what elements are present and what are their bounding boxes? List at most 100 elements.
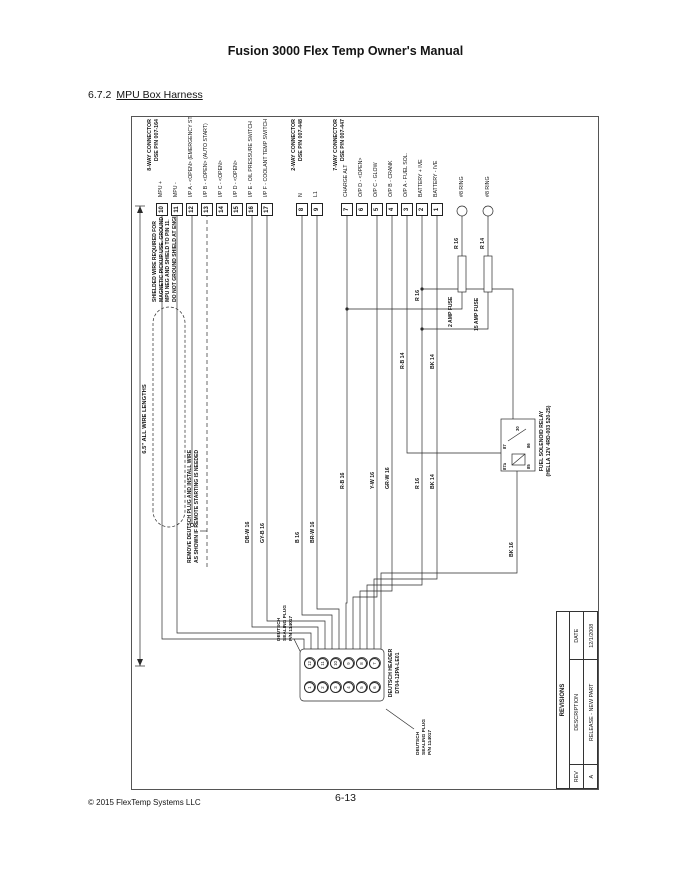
revision-date: 12/1/2008 [588,623,595,648]
remote-note-line: REMOVE DEUTSCH PLUG AND INSTALL WIRE [187,449,193,563]
wiring-diagram: 6.5" ALL WIRE LENGTHS SHIELDED WIRE REQU… [132,117,598,789]
shield-note: SHIELDED WIRE REQUIRED FOR MAGNETIC PICK… [152,208,178,302]
shield-note-line: MAGNETIC PICKUP USE. GROUND [158,216,165,302]
col-description: DESCRIPTION [570,659,583,765]
pin-box: 17 [261,203,273,216]
pin-box: 16 [246,203,258,216]
pin-label: CHARGE ALT [343,164,349,197]
wire-label: R 16 [454,238,460,249]
revision-table-header: REV DESCRIPTION DATE [570,612,584,788]
revision-table-title: REVISIONS [557,612,570,788]
wire-label: R 14 [480,238,486,249]
relay-pin-label: 30 [515,426,520,431]
header-pin: 3 [330,682,341,693]
header-pin: 10 [330,658,341,669]
header-pin: 1 [304,682,315,693]
pin-label: O/P B - CRANK [388,160,394,197]
deutsch-header-title: DEUTSCH HEADER DT04-12PA-LE01 [388,648,401,698]
pin-label: O/P C - GLOW [373,162,379,198]
sealing-plug-note: DEUTSCH SEALING PLUG P/N 114017 [416,719,433,755]
section-number: 6.7.2 [88,89,112,101]
pin-box: 15 [231,203,243,216]
pin-box: 14 [216,203,228,216]
relay-pin-label: 86 [526,443,531,448]
pin-box: 5 [371,203,383,216]
wire-label: Y-W 16 [370,471,376,489]
pin-label: I/P E - OIL PRESSURE SWITCH [248,121,254,197]
pin-label: O/P A - FUEL SOL. [403,152,409,197]
header-pin: 12 [304,658,315,669]
wire-label: R 16 [415,478,421,489]
wire-label: BK 16 [509,542,515,557]
diagram-frame: 6.5" ALL WIRE LENGTHS SHIELDED WIRE REQU… [131,116,599,790]
pin-box: 8 [296,203,308,216]
pin-label: O/P D - <OPEN> [358,157,364,197]
pin-label: L1 [313,191,319,197]
section-title: MPU Box Harness [116,89,203,101]
revision-description: RELEASE - NEW PART [584,659,598,765]
pin-box: 7 [341,203,353,216]
remote-note-line: AS SHOWN IF REMOTE STARTING IS NEEDED [193,449,200,563]
pin-box: 11 [171,203,183,216]
header-pin: 7 [369,658,380,669]
revision-rev: A [584,764,598,788]
header-pin: 9 [343,658,354,669]
footer-copyright: © 2015 FlexTemp Systems LLC [88,798,201,807]
header-pin: 5 [356,682,367,693]
pin-box: 10 [156,203,168,216]
fuse-label: 15 AMP FUSE [474,297,480,331]
relay-title: FUEL SOLENOID RELAY (HELLA 12V 4RD-003 5… [539,405,552,477]
pin-label: I/P B - <OPEN> (AUTO START) [203,123,209,197]
pin-label: BATTERY + IVE [418,159,424,197]
pin-label: N [298,193,304,197]
pin-box: 1 [431,203,443,216]
section-heading: 6.7.2 MPU Box Harness [88,89,203,101]
col-date: DATE [573,628,580,643]
fuse-label: 2 AMP FUSE [448,296,454,327]
pin-box: 6 [356,203,368,216]
wire-label: BR-W 16 [310,521,316,543]
pin-box: 12 [186,203,198,216]
revision-table: REVISIONS REV DESCRIPTION DATE A RELEASE… [556,611,598,789]
pin-label: I/P C - <OPEN> [218,160,224,197]
header-pin: 2 [317,682,328,693]
pin-label: I/P A - <OPEN> (EMERGENCY STOP) [188,116,194,197]
pin-label: BATTERY - IVE [433,160,439,197]
shield-note-line: SHIELDED WIRE REQUIRED FOR [152,221,158,302]
wire-label: DB-W 16 [245,521,251,543]
pin-label: MPU + [158,181,164,197]
pin-box: 3 [401,203,413,216]
pin-box: 4 [386,203,398,216]
pin-box: 2 [416,203,428,216]
col-rev: REV [570,764,583,788]
wire-label: BK 14 [430,474,436,489]
ring-terminal-label: #8 RING [459,176,465,197]
header-pin: 8 [356,658,367,669]
relay-pin-label: 87 [502,444,507,449]
wire-label: BK 14 [430,354,436,369]
ring-terminal-label: #8 RING [485,176,491,197]
pin-label: I/P F - COOLANT TEMP SWITCH [263,118,269,197]
shield-note-line: MPU NEG AND SHIELD TO PIN 11. [165,219,172,302]
shield-note-line: DO NOT GROUND SHIELD AT ENGINE. [171,208,178,302]
pin-label: I/P D - <OPEN> [233,160,239,197]
connector-2way-title: 2-WAY CONNECTOR DSE P/N 007-448 [291,119,304,171]
revision-row: A RELEASE - NEW PART 12/1/2008 [584,612,598,788]
wire-label: R 16 [415,290,421,301]
header-pin: 4 [343,682,354,693]
header-pin: 6 [369,682,380,693]
dimension-label: 6.5" ALL WIRE LENGTHS [142,384,148,454]
page-title: Fusion 3000 Flex Temp Owner's Manual [227,44,464,58]
remote-start-note: REMOVE DEUTSCH PLUG AND INSTALL WIRE AS … [187,450,200,563]
wire-label: B 16 [295,532,301,543]
wire-label: GR-W 16 [385,467,391,489]
wire-label: GY-B 16 [260,523,266,543]
sealing-plug-note: DEUTSCH SEALING PLUG P/N 114017 [277,605,294,641]
wire-label: R-B 14 [400,352,406,369]
pin-label: MPU - [173,182,179,197]
relay-pin-label: 85 [526,464,531,469]
relay-pin-label: 87a [502,463,507,470]
pin-box: 13 [201,203,213,216]
footer-page-number: 6-13 [334,792,356,804]
